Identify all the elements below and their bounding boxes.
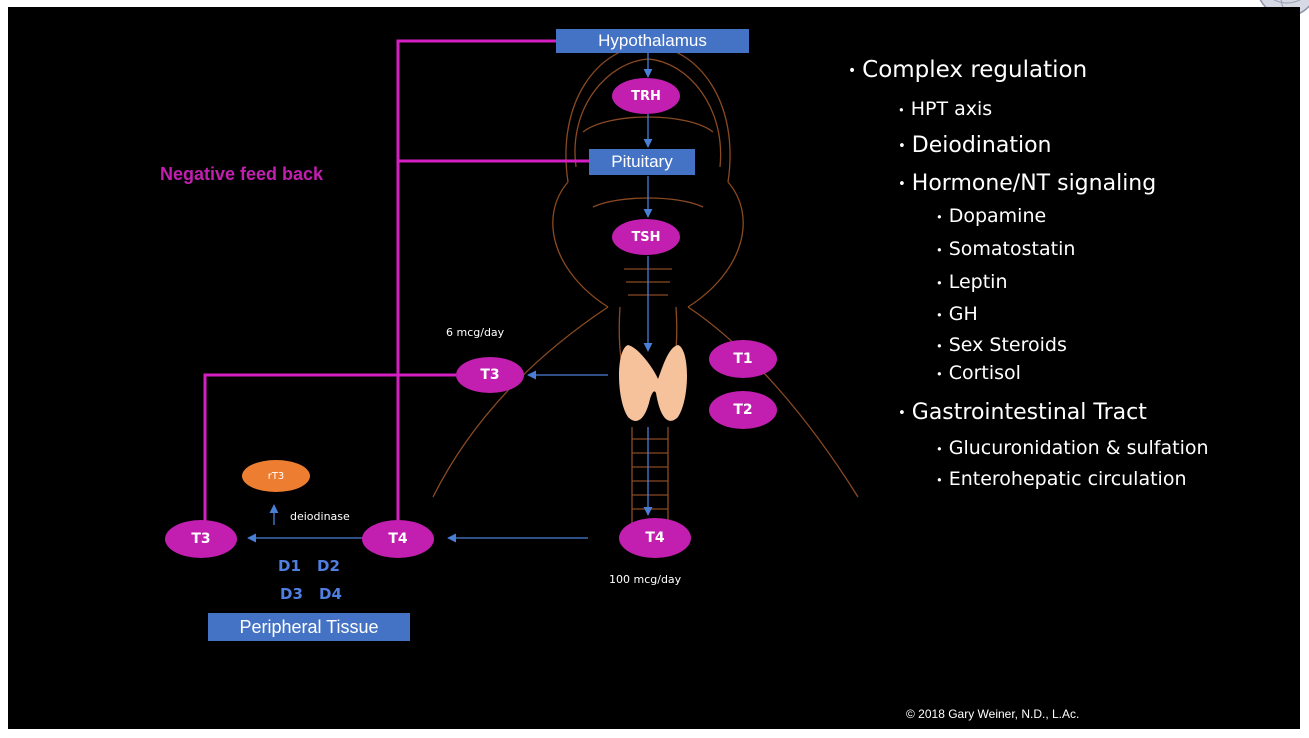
head-outline xyxy=(433,45,858,527)
t3-thyroid-node: T3 xyxy=(456,357,524,393)
enzyme-d1: D1 xyxy=(278,557,301,575)
negative-feedback-lines xyxy=(205,41,589,534)
thyroid-gland xyxy=(619,345,687,421)
t4-dose-label: 100 mcg/day xyxy=(609,573,681,586)
bullet-enterohepatic: •Enterohepatic circulation xyxy=(936,468,1187,490)
deiodinase-label: deiodinase xyxy=(290,510,350,523)
bullet-somatostatin: •Somatostatin xyxy=(936,238,1075,260)
bullet-gastrointestinal-tract: •Gastrointestinal Tract xyxy=(898,400,1147,425)
t2-node: T2 xyxy=(709,391,777,429)
t4-peripheral-node: T4 xyxy=(362,520,434,558)
bullet-deiodination: •Deiodination xyxy=(898,133,1051,158)
pituitary-box: Pituitary xyxy=(589,149,695,175)
bullet-hormone-nt-signaling: •Hormone/NT signaling xyxy=(898,171,1156,196)
bullet-dopamine: •Dopamine xyxy=(936,205,1046,227)
enzyme-d4: D4 xyxy=(319,585,342,603)
flow-arrows xyxy=(248,52,648,538)
bullet-leptin: •Leptin xyxy=(936,271,1008,293)
t3-peripheral-node: T3 xyxy=(165,520,237,558)
negative-feedback-label: Negative feed back xyxy=(160,164,323,185)
rt3-node: rT3 xyxy=(242,460,310,492)
regulation-bullet-list: •Complex regulation •HPT axis •Deiodinat… xyxy=(848,57,1288,517)
t4-thyroid-node: T4 xyxy=(619,518,691,558)
enzyme-d3: D3 xyxy=(280,585,303,603)
hypothalamus-box: Hypothalamus xyxy=(556,29,749,53)
copyright-notice: © 2018 Gary Weiner, N.D., L.Ac. xyxy=(906,707,1079,721)
bullet-complex-regulation: •Complex regulation xyxy=(848,57,1087,83)
t1-node: T1 xyxy=(709,340,777,378)
enzyme-d2: D2 xyxy=(317,557,340,575)
t3-dose-label: 6 mcg/day xyxy=(446,326,504,339)
bullet-hpt-axis: •HPT axis xyxy=(898,98,992,120)
slide: Hypothalamus Pituitary Peripheral Tissue… xyxy=(8,7,1300,729)
tsh-node: TSH xyxy=(612,219,680,255)
bullet-gh: •GH xyxy=(936,303,978,325)
trh-node: TRH xyxy=(612,78,680,114)
bullet-sex-steroids: •Sex Steroids xyxy=(936,334,1067,356)
bullet-cortisol: •Cortisol xyxy=(936,362,1021,384)
peripheral-tissue-box: Peripheral Tissue xyxy=(208,613,410,641)
bullet-glucuronidation: •Glucuronidation & sulfation xyxy=(936,437,1209,459)
